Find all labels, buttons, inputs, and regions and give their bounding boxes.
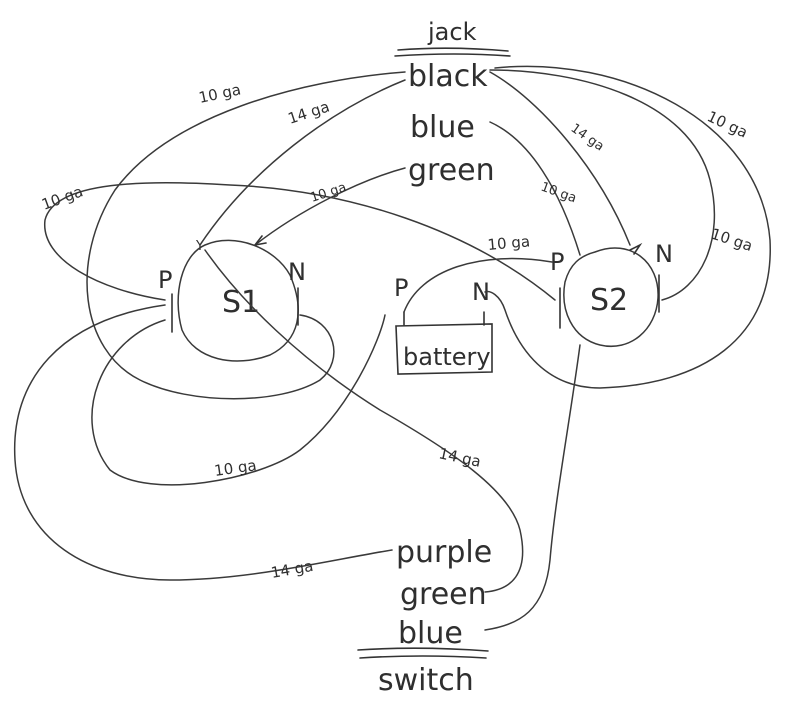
- gauge-purple-to-s1: 14 ga: [270, 557, 315, 582]
- switch-title: switch: [378, 663, 474, 698]
- switch-wire-purple: purple: [396, 535, 492, 570]
- gauge-s1-to-switch-green: 14 ga: [437, 444, 482, 470]
- s2-n-label: N: [655, 240, 673, 268]
- jack-wire-green: green: [408, 153, 495, 188]
- gauge-s2-outer-right: 10 ga: [709, 225, 755, 255]
- gauge-green-to-s1: 10 ga: [309, 180, 349, 206]
- jack-title: jack: [427, 18, 477, 46]
- gauge-s1-p-to-s2-p: 10 ga: [39, 182, 85, 213]
- battery-label: battery: [403, 343, 491, 371]
- gauge-black-to-s1-outer: 10 ga: [197, 80, 242, 106]
- gauge-battery-p-to-s2-p: 10 ga: [487, 232, 531, 254]
- gauge-black-to-s2-outer: 10 ga: [704, 107, 750, 141]
- jack-block: jack black blue green: [394, 18, 511, 188]
- switch-wire-blue: blue: [398, 616, 463, 651]
- switch-block: purple green blue switch: [357, 535, 492, 698]
- battery-p-label: P: [394, 274, 408, 302]
- s1-label: S1: [222, 285, 260, 320]
- s2-label: S2: [590, 283, 628, 318]
- s1-n-label: N: [288, 258, 306, 286]
- gauge-s1-loop-bottom: 10 ga: [213, 456, 258, 480]
- s2-component: S2 P N: [550, 240, 673, 347]
- jack-wire-blue: blue: [410, 110, 475, 145]
- gauge-blue-to-s2: 10 ga: [539, 180, 579, 207]
- s1-top-terminal: Y: [195, 239, 204, 254]
- switch-wire-green: green: [400, 577, 487, 612]
- jack-wire-black: black: [408, 59, 488, 94]
- battery-n-label: N: [472, 278, 490, 306]
- wires: [13, 65, 771, 631]
- s2-p-label: P: [550, 248, 564, 276]
- s1-component: S1 P N Y: [158, 239, 306, 362]
- s1-p-label: P: [158, 266, 172, 294]
- battery-component: P N battery: [394, 274, 493, 375]
